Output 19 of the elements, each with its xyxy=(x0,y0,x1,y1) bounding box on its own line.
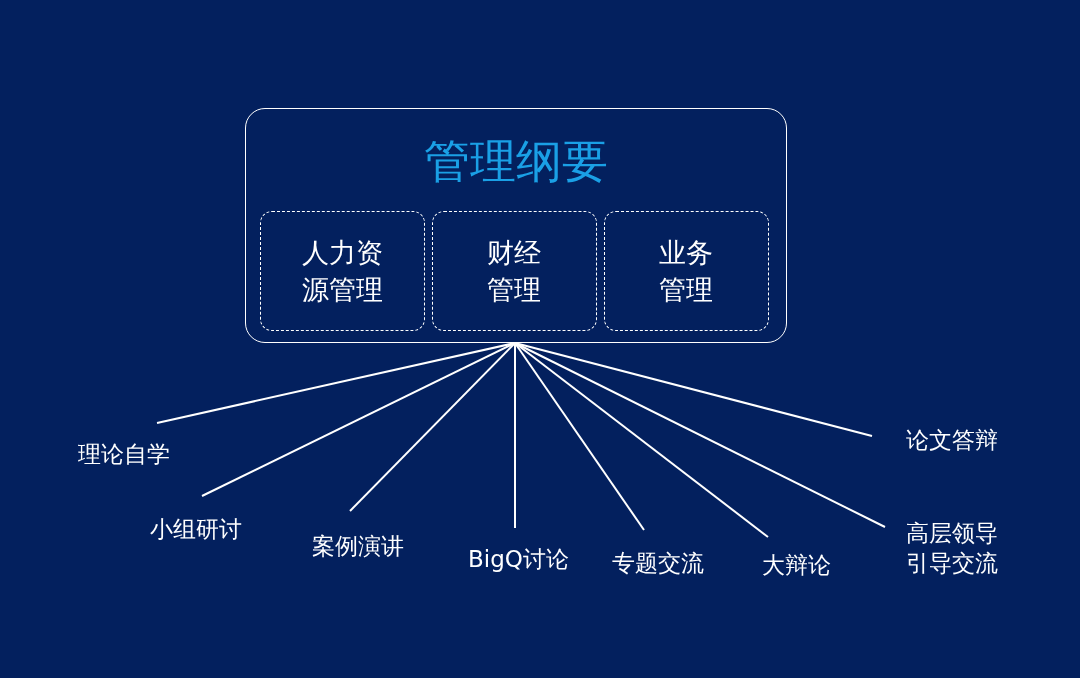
dashed-box: 业务管理 xyxy=(603,210,769,331)
outline-box xyxy=(245,108,787,343)
connector-line xyxy=(514,342,886,528)
connector-line xyxy=(201,342,516,497)
topic-label: 论文答辩 xyxy=(872,423,1014,455)
topic-label: 专题交流 xyxy=(612,530,718,578)
topic-label: 小组研讨 xyxy=(150,496,256,544)
connector-line xyxy=(514,342,645,531)
connector-line xyxy=(514,342,516,529)
dashed-box: 财经管理 xyxy=(431,210,597,331)
connector-line xyxy=(349,342,516,512)
dashed-box: 人力资源管理 xyxy=(259,210,425,331)
topic-label: 案例演讲 xyxy=(312,511,418,561)
topic-label: 高层领导引导交流 xyxy=(885,516,1015,580)
topic-label: 理论自学 xyxy=(78,423,184,469)
box-title: 管理纲要 xyxy=(423,133,609,189)
topic-label: BigQ讨论 xyxy=(468,528,584,574)
connector-line xyxy=(514,342,769,538)
topic-label: 大辩论 xyxy=(762,537,842,580)
